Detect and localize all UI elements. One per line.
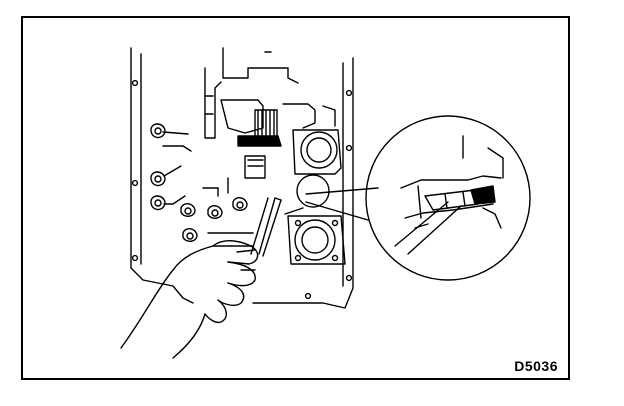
housing-outline <box>130 47 354 309</box>
hand-illustration <box>120 240 259 359</box>
left-bolts <box>150 123 254 242</box>
piston-bores <box>287 129 346 265</box>
valve-body-illustration <box>120 47 531 359</box>
magnified-detail <box>365 115 531 281</box>
gear-cluster <box>237 109 282 179</box>
feeler-gauge <box>250 197 304 257</box>
upper-cover <box>204 47 336 139</box>
figure-frame: D5036 <box>21 16 570 380</box>
figure-code-label: D5036 <box>514 358 558 374</box>
